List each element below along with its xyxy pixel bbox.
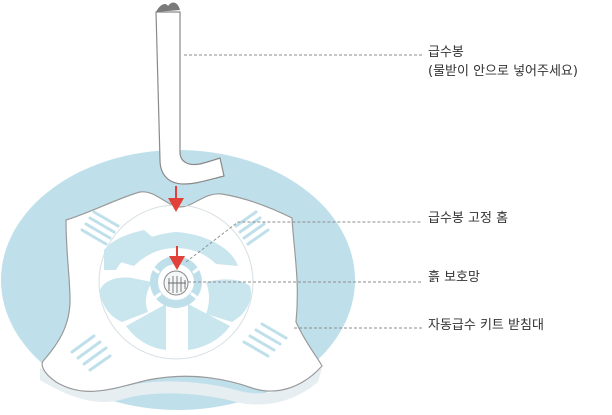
tray-windows (100, 230, 252, 350)
vent-slots-top-right (234, 210, 270, 246)
tray-shadow (40, 368, 322, 405)
window-right (206, 279, 252, 322)
wick-top-end (156, 2, 180, 13)
wick-body (155, 11, 225, 185)
label-wick: 급수봉 (428, 45, 464, 60)
vent-slots-bottom-right (242, 322, 288, 358)
label-kit-tray: 자동급수 키트 받침대 (428, 318, 544, 333)
insert-arrow-center (169, 246, 185, 270)
vent-slots-top-left (80, 210, 120, 246)
soil-guard-mesh (163, 270, 189, 296)
window-top-left (104, 230, 156, 270)
label-wick-groove: 급수봉 고정 홈 (428, 211, 509, 226)
window-bottom-left (126, 304, 166, 350)
groove-notches (152, 267, 200, 299)
window-bottom-right (188, 304, 230, 350)
label-soil-guard: 흙 보호망 (428, 270, 480, 285)
leader-lines (184, 54, 422, 329)
insert-arrow-top (168, 186, 184, 212)
leader-groove (185, 221, 422, 263)
mesh-lines (168, 276, 186, 293)
vent-slots-bottom-left (70, 334, 112, 372)
window-left (100, 277, 152, 322)
wick-rod (155, 2, 225, 185)
label-wick-note: (물받이 안으로 넣어주세요) (428, 64, 578, 79)
